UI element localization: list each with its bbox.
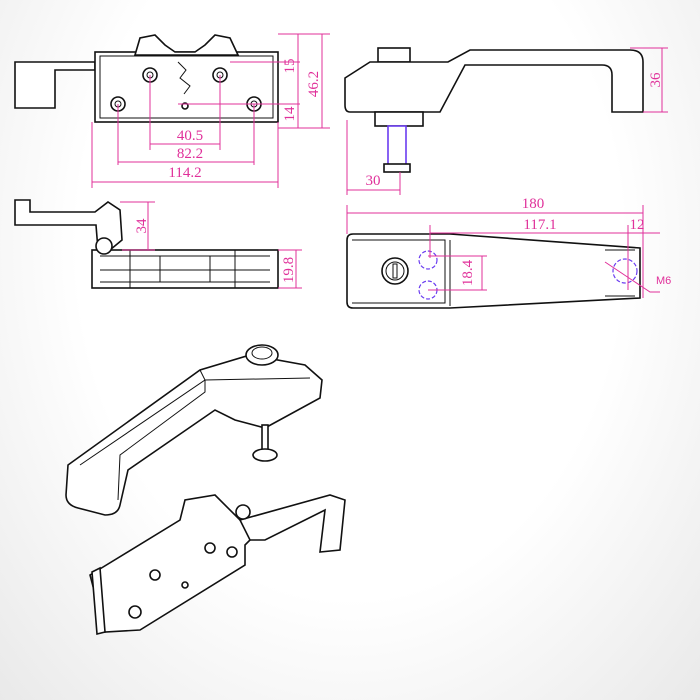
dim-82-2: 82.2	[177, 146, 203, 162]
side-view-dimensions: 34 19.8	[120, 201, 302, 289]
dim-30: 30	[366, 173, 381, 189]
latch-plate	[94, 51, 279, 123]
top-view-dimensions: 15 46.2 14 40.5 82.2 114.2	[91, 33, 330, 188]
dim-40-5: 40.5	[177, 128, 203, 144]
latch-hook	[14, 61, 96, 109]
handle-top-view	[346, 233, 641, 309]
latch-jaw	[133, 34, 240, 56]
handle-side-dimensions: 36 30	[346, 47, 668, 195]
latch-isometric	[89, 494, 346, 636]
dim-34: 34	[134, 218, 150, 234]
dim-117-1: 117.1	[523, 217, 556, 233]
handle-side-view	[344, 47, 644, 173]
latch-top-view	[14, 34, 279, 123]
dim-m6: M6	[656, 275, 671, 287]
dim-114-2: 114.2	[168, 165, 201, 181]
handle-isometric	[65, 344, 323, 516]
latch-side-view	[14, 199, 279, 289]
dim-46-2: 46.2	[306, 71, 322, 97]
dim-180: 180	[522, 196, 545, 212]
dim-12: 12	[630, 217, 645, 233]
dim-15: 15	[282, 59, 298, 74]
dim-14: 14	[282, 106, 298, 122]
handle-top-dimensions: 180 117.1 12 18.4 M6	[346, 196, 671, 298]
dim-36: 36	[648, 72, 664, 88]
dim-19-8: 19.8	[281, 257, 297, 283]
dim-18-4: 18.4	[460, 259, 476, 286]
